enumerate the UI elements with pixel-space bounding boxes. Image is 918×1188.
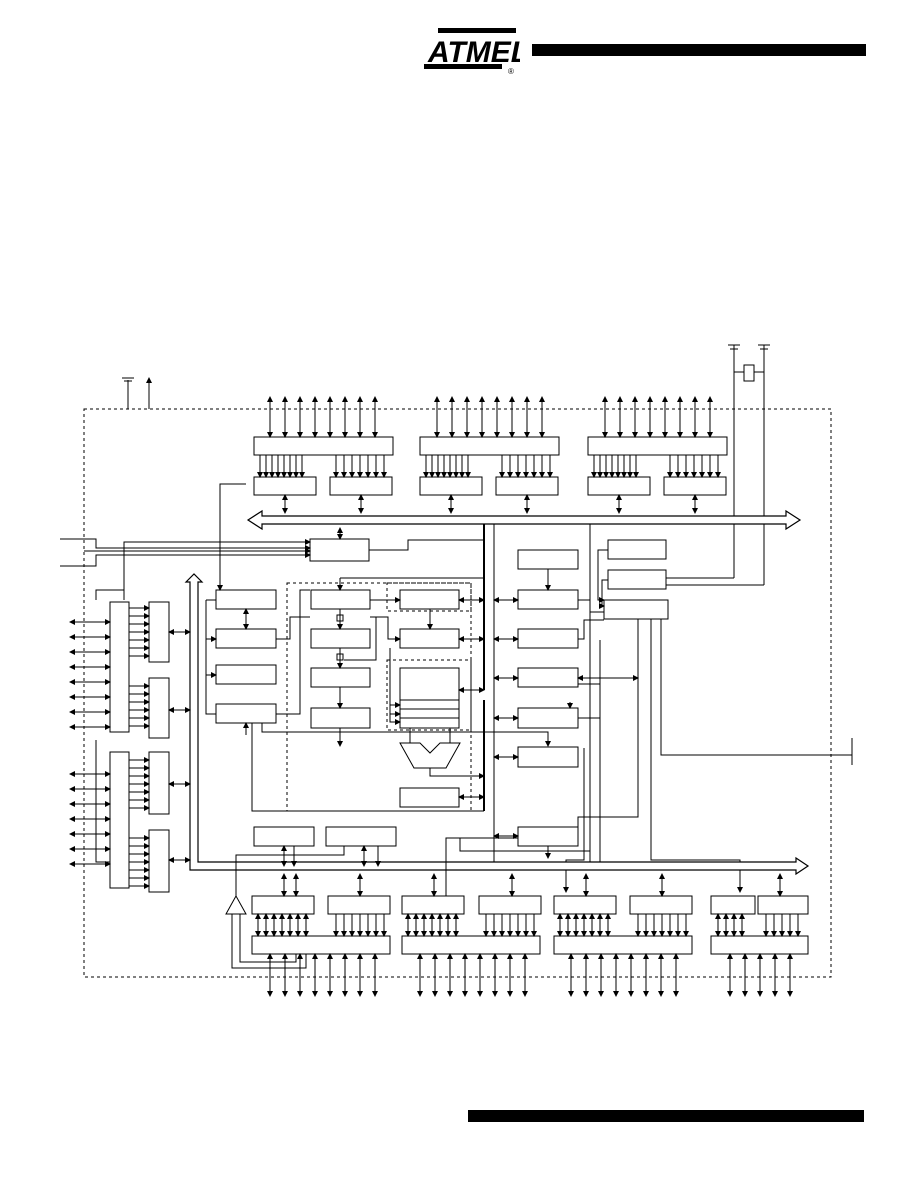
top-pins xyxy=(257,396,721,514)
alu-trapezoid-icon xyxy=(399,742,461,769)
header-rule xyxy=(532,44,866,56)
crystal-oscillator-icon xyxy=(743,364,755,382)
bottom-pins xyxy=(267,953,793,997)
bottom-ports xyxy=(225,826,809,969)
atmel-logo-icon: ATMEL ® xyxy=(424,28,520,76)
logo-text: ATMEL xyxy=(427,36,520,69)
footer-rule xyxy=(468,1110,864,1122)
registered-mark: ® xyxy=(508,67,514,76)
bus-arrow-icon xyxy=(246,509,802,531)
left-ports xyxy=(95,589,191,893)
comparator-triangle-icon xyxy=(225,894,247,915)
chip-boundary xyxy=(83,408,832,978)
